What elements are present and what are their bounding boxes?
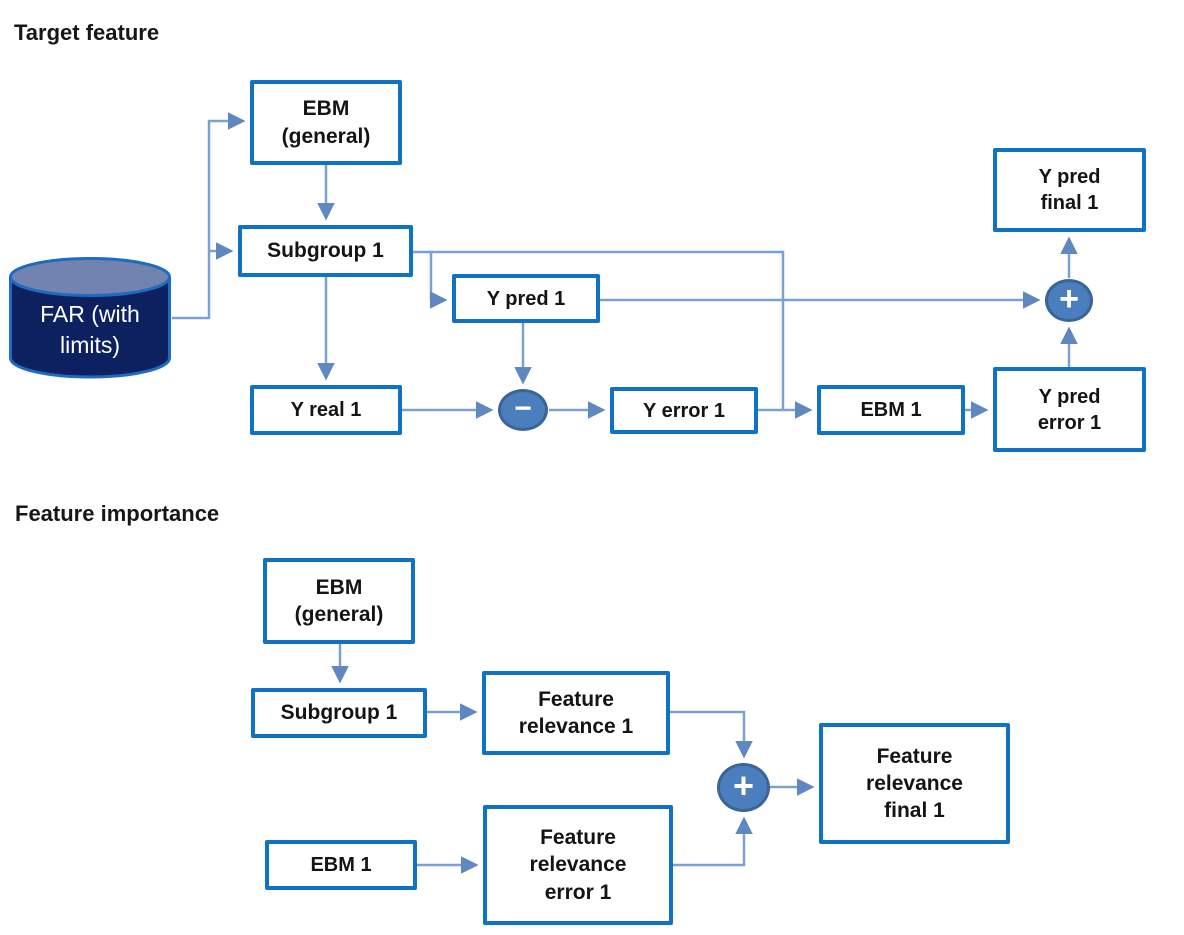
node-ebm-general: EBM (general) xyxy=(250,80,402,165)
arrow-feature-relevance-error-to-plus xyxy=(673,816,753,867)
arrow-far-to-ebm-general xyxy=(172,112,246,320)
fi-plus-operator-node: + xyxy=(717,763,770,812)
plus-operator-node: + xyxy=(1045,279,1093,322)
feature-importance-section-title: Feature importance xyxy=(15,501,220,526)
node-fi-ebm-1: EBM 1 xyxy=(265,840,417,890)
node-feature-relevance-1: Feature relevance 1 xyxy=(482,671,670,755)
arrow-subgroup-to-y-pred xyxy=(429,252,448,309)
minus-operator-node: − xyxy=(498,389,548,431)
line-subgroup-to-ebm1-elbow xyxy=(413,250,785,410)
node-ebm-1: EBM 1 xyxy=(817,385,965,435)
node-y-pred-1: Y pred 1 xyxy=(452,274,600,323)
target-feature-section-title: Target feature xyxy=(14,20,160,45)
node-subgroup-1: Subgroup 1 xyxy=(238,225,413,277)
node-y-real-1: Y real 1 xyxy=(250,385,402,435)
arrow-feature-relevance-to-plus xyxy=(670,710,753,759)
far-database-cylinder: FAR (with limits) xyxy=(8,256,172,382)
node-fi-subgroup-1: Subgroup 1 xyxy=(251,688,427,738)
far-cylinder-label: FAR (with limits) xyxy=(40,300,140,358)
node-y-pred-final-1: Y pred final 1 xyxy=(993,148,1146,232)
node-feature-relevance-error-1: Feature relevance error 1 xyxy=(483,805,673,925)
node-y-pred-error-1: Y pred error 1 xyxy=(993,367,1146,452)
node-fi-ebm-general: EBM (general) xyxy=(263,558,415,644)
node-feature-relevance-final-1: Feature relevance final 1 xyxy=(819,723,1010,844)
node-y-error-1: Y error 1 xyxy=(610,387,758,434)
database-cylinder-icon xyxy=(9,257,171,379)
